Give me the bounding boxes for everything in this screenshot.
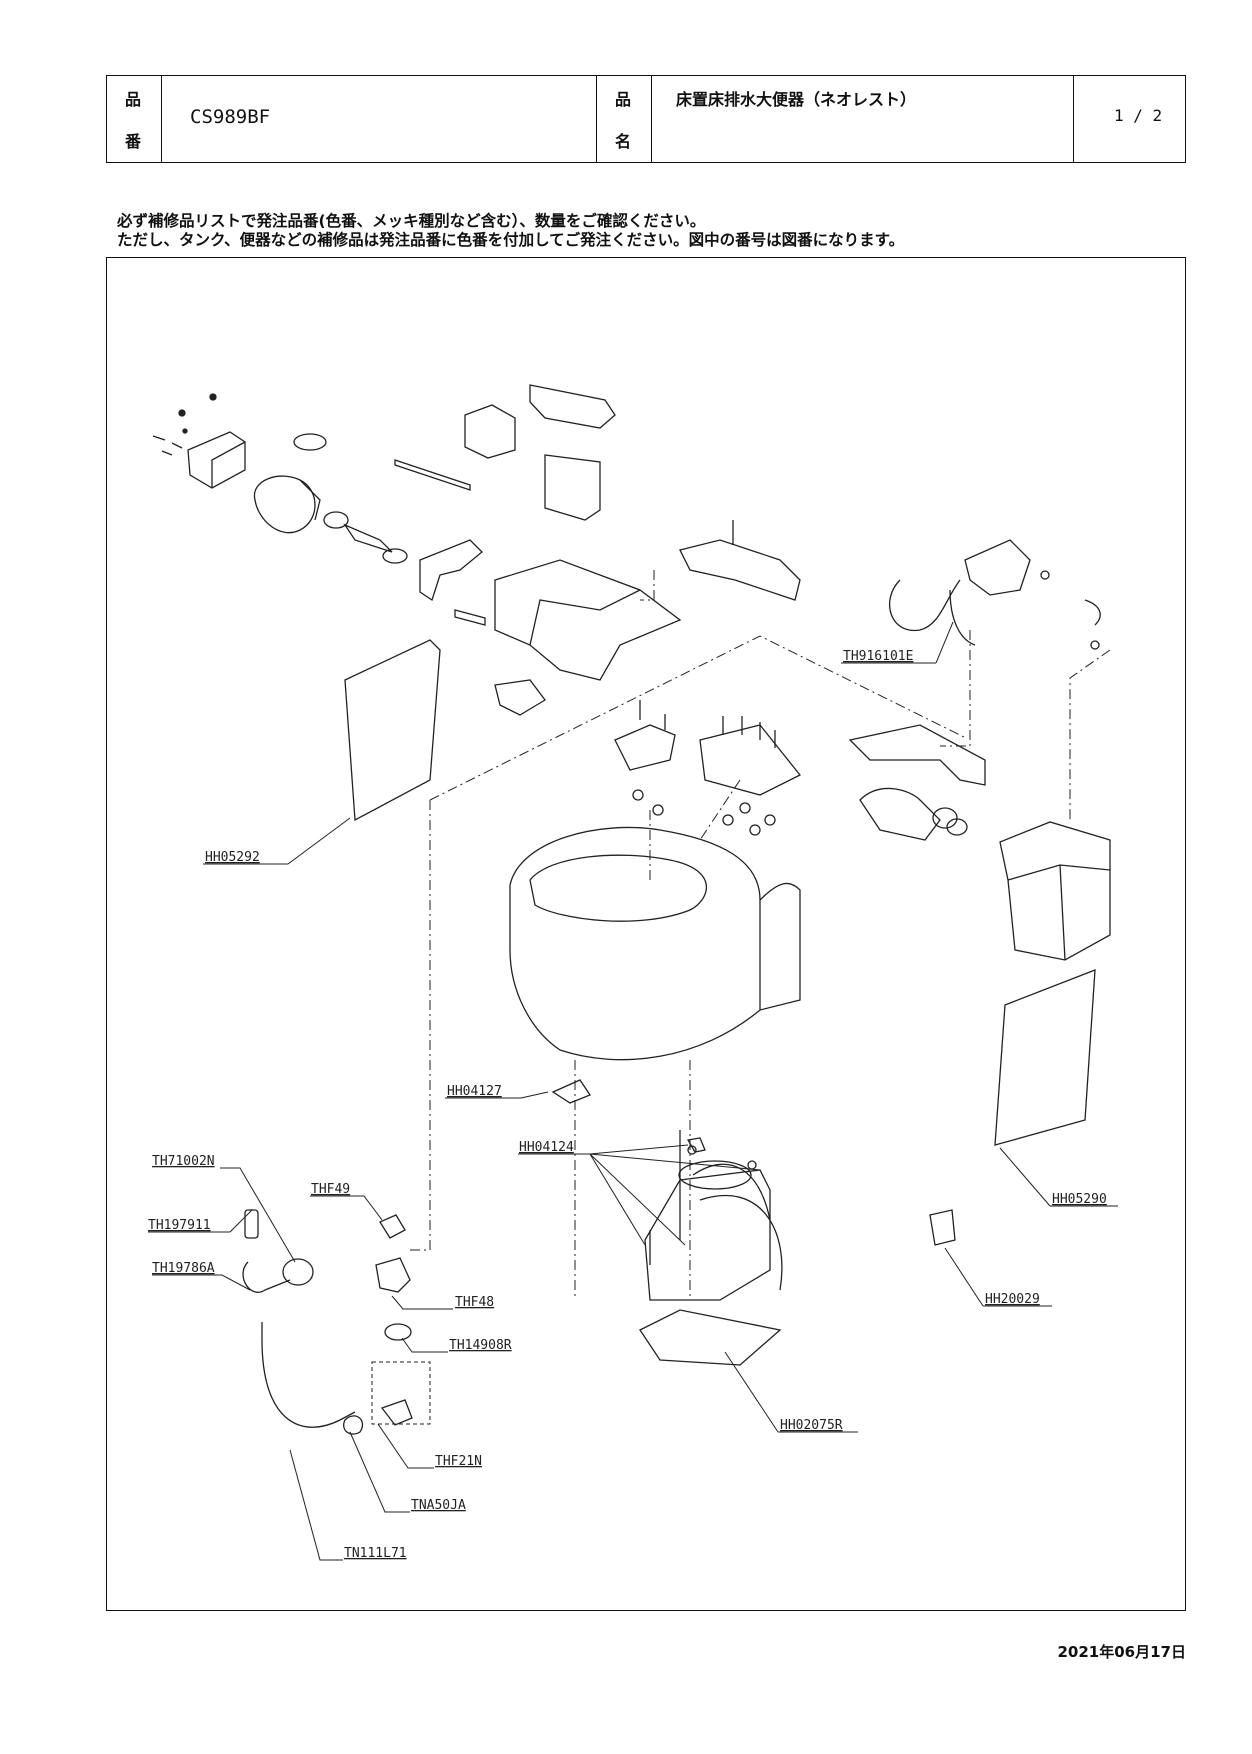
label-thf49: THF49 (311, 1182, 350, 1197)
drawing-frame (106, 257, 1186, 1611)
note-line-1: 必ず補修品リストで発注品番(色番、メッキ種別など含む）、数量をご確認ください。 (117, 212, 706, 230)
part-number-cell: CS989BF (162, 76, 597, 162)
tank (999, 821, 1111, 961)
label-th71002n: TH71002N (152, 1154, 215, 1169)
label-th197911: TH197911 (148, 1218, 211, 1233)
small-bracket-part (929, 1209, 956, 1246)
issue-date: 2021年06月17日 (1057, 1643, 1187, 1661)
label-tna50ja: TNA50JA (411, 1498, 466, 1513)
label-th14908r: TH14908R (449, 1338, 512, 1353)
toilet-bowl (509, 826, 801, 1061)
label-tn111l71: TN111L71 (344, 1546, 407, 1561)
title-block: 品 番 CS989BF 品 名 床置床排水大便器（ネオレスト） 1 / 2 (106, 75, 1186, 163)
label-hh20029: HH20029 (985, 1292, 1040, 1307)
part-number-label-cell: 品 番 (107, 76, 162, 162)
product-name-label-cell: 品 名 (597, 76, 652, 162)
part-number-label-1: 品 (125, 90, 142, 109)
page-number: 1 / 2 (1114, 106, 1163, 125)
valve-cover-assembly (152, 393, 408, 564)
bracket-assembly (679, 520, 801, 601)
flush-manifold-assembly (848, 724, 986, 841)
label-th916101e: TH916101E (843, 649, 913, 664)
product-name-cell: 床置床排水大便器（ネオレスト） (652, 76, 1074, 162)
label-th19786a: TH19786A (152, 1261, 215, 1276)
label-hh02075r: HH02075R (780, 1418, 843, 1433)
note-line-2: ただし、タンク、便器などの補修品は発注品番に色番を付加してご発注ください。図中の… (117, 231, 905, 249)
label-hh05290: HH05290 (1052, 1192, 1107, 1207)
water-supply-assembly (242, 1209, 431, 1435)
part-number-label-2: 番 (125, 132, 142, 151)
label-hh04127: HH04127 (447, 1084, 502, 1099)
control-unit-assembly (394, 384, 682, 716)
product-name-label-1: 品 (615, 90, 632, 109)
product-name-label-2: 名 (615, 132, 632, 151)
seat-mount-hardware (614, 700, 802, 836)
side-panel-left (344, 639, 441, 822)
hinge-part (551, 1079, 591, 1104)
label-hh05292: HH05292 (205, 850, 260, 865)
side-panel-right (994, 969, 1096, 1146)
drain-socket-assembly (639, 1130, 783, 1366)
part-number: CS989BF (190, 106, 271, 128)
label-thf48: THF48 (455, 1295, 494, 1310)
label-thf21n: THF21N (435, 1454, 482, 1469)
product-name: 床置床排水大便器（ネオレスト） (676, 90, 917, 109)
label-hh04124: HH04124 (519, 1140, 574, 1155)
water-valve-hose-assembly (889, 539, 1101, 650)
page-number-cell: 1 / 2 (1074, 76, 1185, 162)
